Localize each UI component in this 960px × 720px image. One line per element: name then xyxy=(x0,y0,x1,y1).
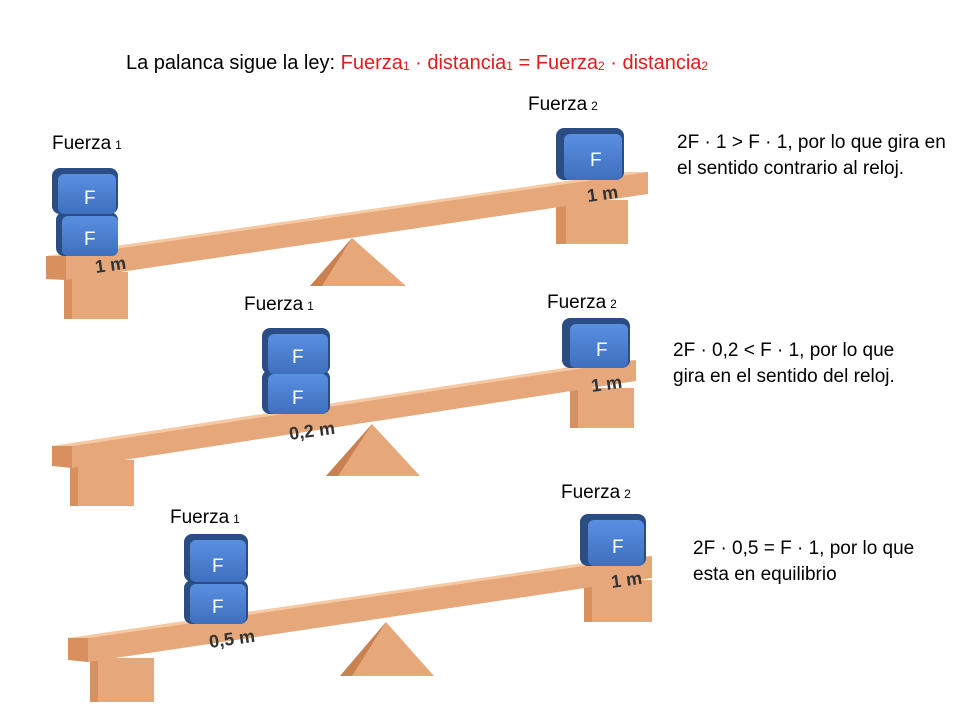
svg-text:F: F xyxy=(292,347,304,368)
lever2-left-support xyxy=(70,458,134,506)
lever2-explanation: 2F · 0,2 < F · 1, por lo que gira en el … xyxy=(673,340,895,387)
lever3-right-support xyxy=(584,578,652,622)
svg-text:F: F xyxy=(212,597,224,618)
law-sub-4: 2 xyxy=(701,59,709,73)
lever2-right-support xyxy=(570,386,634,428)
law-sub-3: 2 xyxy=(598,59,605,73)
lever2-block-top: F xyxy=(262,328,330,374)
lever2-block-bottom: F xyxy=(262,370,330,414)
lever-law-formula: Fuerza1 · distancia1 = Fuerza2 · distanc… xyxy=(341,52,708,74)
law-sub-1: 1 xyxy=(402,59,410,73)
law-force-1: Fuerza xyxy=(340,52,403,74)
law-distance-2: · distancia xyxy=(604,52,702,74)
svg-text:F: F xyxy=(292,388,304,409)
lever-1: 1 m 1 m F F F xyxy=(46,128,648,319)
lever3-block-bottom: F xyxy=(184,580,248,624)
law-distance-1: · distancia xyxy=(409,52,507,74)
lever2-right-distance: 1 m xyxy=(590,372,624,396)
lever1-right-distance: 1 m xyxy=(586,182,620,206)
lever3-right-distance: 1 m xyxy=(610,568,644,592)
lever-3: 0,5 m 1 m F F F xyxy=(68,514,652,702)
svg-text:F: F xyxy=(596,340,608,361)
lever1-fulcrum xyxy=(310,238,406,286)
svg-text:F: F xyxy=(612,537,624,558)
lever3-block-top: F xyxy=(184,534,248,582)
lever3-explanation: 2F · 0,5 = F · 1, por lo que esta en equ… xyxy=(693,538,915,585)
svg-text:F: F xyxy=(84,188,96,209)
lever1-beam xyxy=(46,172,648,280)
lever1-left-support xyxy=(64,270,128,319)
lever1-left-distance: 1 m xyxy=(94,253,128,277)
svg-text:F: F xyxy=(212,556,224,577)
lever1-block-right: F xyxy=(556,128,624,180)
lever3-fulcrum xyxy=(340,622,434,676)
lever-law-title: La palanca sigue la ley: Fuerza1 · dista… xyxy=(126,52,708,75)
svg-text:F: F xyxy=(590,150,602,171)
lever2-block-right: F xyxy=(562,318,630,368)
lever1-right-support xyxy=(556,197,628,244)
svg-text:F: F xyxy=(84,229,96,250)
lever1-block-top: F xyxy=(52,168,118,214)
lever1-explanation: 2F · 1 > F · 1, por lo que gira en el se… xyxy=(677,132,946,179)
law-sub-2: 1 xyxy=(506,59,513,73)
lever-2: 0,2 m 1 m F F F xyxy=(52,318,636,506)
lever3-beam xyxy=(68,556,652,662)
lever2-beam xyxy=(52,360,636,468)
lever1-block-bottom: F xyxy=(56,212,118,256)
lever3-block-right: F xyxy=(580,514,646,566)
lever3-left-support xyxy=(90,656,154,702)
law-force-2: = Fuerza xyxy=(512,52,599,74)
title-prefix: La palanca sigue la ley: xyxy=(126,52,336,74)
lever2-fulcrum xyxy=(326,424,420,476)
